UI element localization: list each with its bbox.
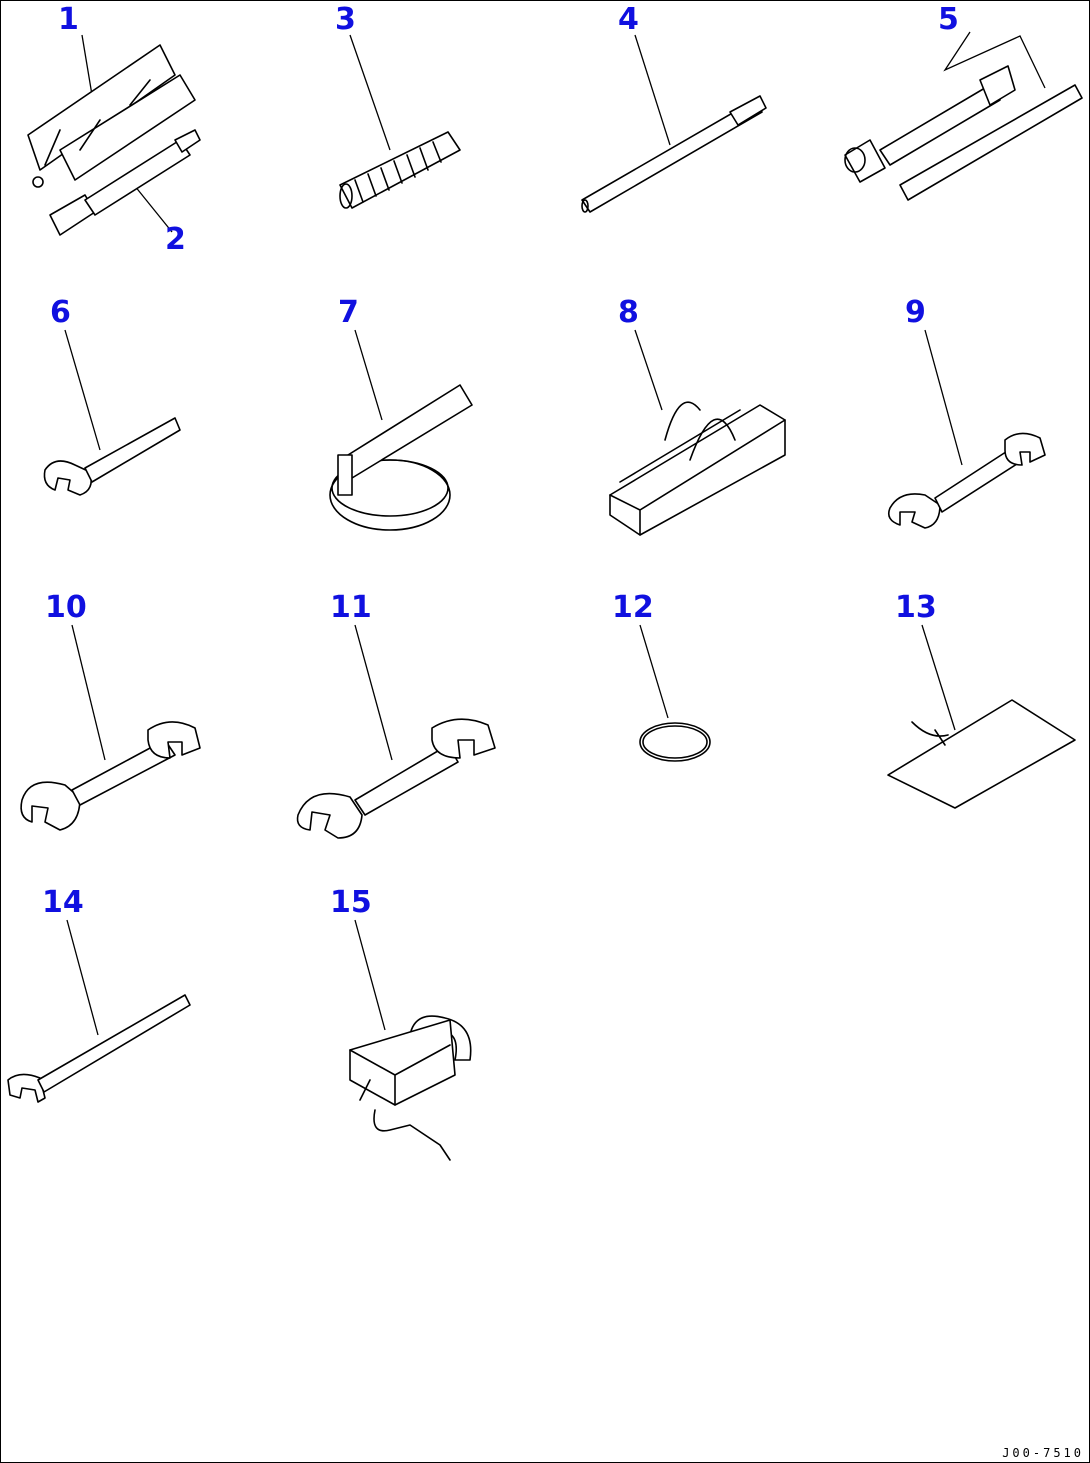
flat-wrench-icon: [7, 994, 191, 1103]
padlock-icon: [349, 1015, 472, 1161]
part-number-1: 1: [58, 2, 79, 37]
tag-card-icon: [887, 699, 1076, 809]
coil-spring-icon: [339, 131, 461, 209]
part-number-5: 5: [938, 2, 959, 37]
spanner-wrench-icon: [43, 417, 181, 496]
part-number-4: 4: [618, 2, 639, 37]
part-number-15: 15: [330, 885, 372, 920]
leader-lines: [64, 31, 1046, 1036]
extension-bar-icon: [581, 95, 767, 213]
part-number-9: 9: [905, 295, 926, 330]
part-number-14: 14: [42, 885, 84, 920]
part-number-6: 6: [50, 295, 71, 330]
part-number-10: 10: [45, 590, 87, 625]
filter-wrench-icon: [329, 384, 473, 531]
wrench-9-icon: [887, 432, 1046, 529]
drawing-id: J00-7510: [1002, 1446, 1084, 1460]
part-number-3: 3: [335, 2, 356, 37]
part-number-12: 12: [612, 590, 654, 625]
tool-bag-icon: [609, 401, 786, 536]
part-number-7: 7: [338, 295, 359, 330]
wrench-10-icon: [20, 721, 201, 831]
o-ring-icon: [639, 722, 711, 762]
part-number-11: 11: [330, 590, 372, 625]
part-number-13: 13: [895, 590, 937, 625]
grease-gun-icon: [27, 44, 201, 236]
wrench-11-icon: [296, 718, 496, 839]
socket-wrench-icon: [844, 65, 1083, 201]
part-number-8: 8: [618, 295, 639, 330]
part-number-2: 2: [165, 222, 186, 257]
